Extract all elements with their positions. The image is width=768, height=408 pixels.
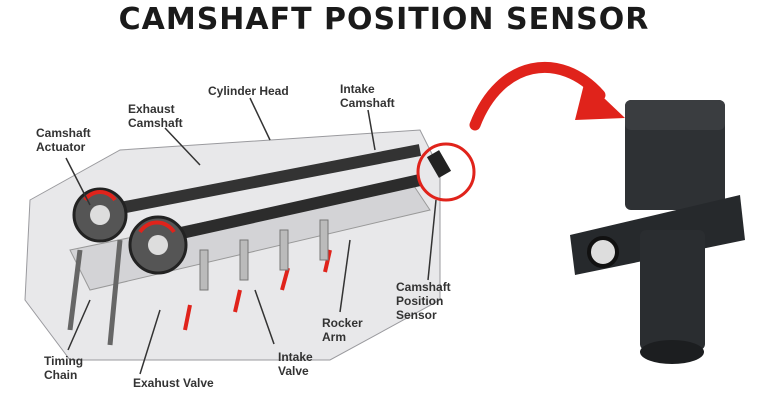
camshaft-position-sensor-small — [426, 150, 452, 178]
label-camshaft-position-sensor: Camshaft Position Sensor — [396, 280, 451, 322]
label-exhaust-camshaft: Exhaust Camshaft — [128, 102, 183, 130]
label-exhaust-valve: Exahust Valve — [133, 376, 214, 390]
label-rocker-arm: Rocker Arm — [322, 316, 363, 344]
exhaust-camshaft — [108, 144, 422, 216]
label-cylinder-head: Cylinder Head — [208, 84, 289, 98]
intake-camshaft — [148, 174, 422, 246]
page-title: CAMSHAFT POSITION SENSOR — [118, 2, 650, 37]
sensor-photo — [570, 100, 745, 364]
label-camshaft-actuator: Camshaft Actuator — [36, 126, 91, 154]
label-timing-chain: Timing Chain — [44, 354, 84, 382]
engine-illustration — [24, 129, 476, 361]
highlight-circle — [416, 142, 476, 202]
label-intake-valve: Intake Valve — [278, 350, 313, 378]
label-intake-camshaft: Intake Camshaft — [340, 82, 395, 110]
